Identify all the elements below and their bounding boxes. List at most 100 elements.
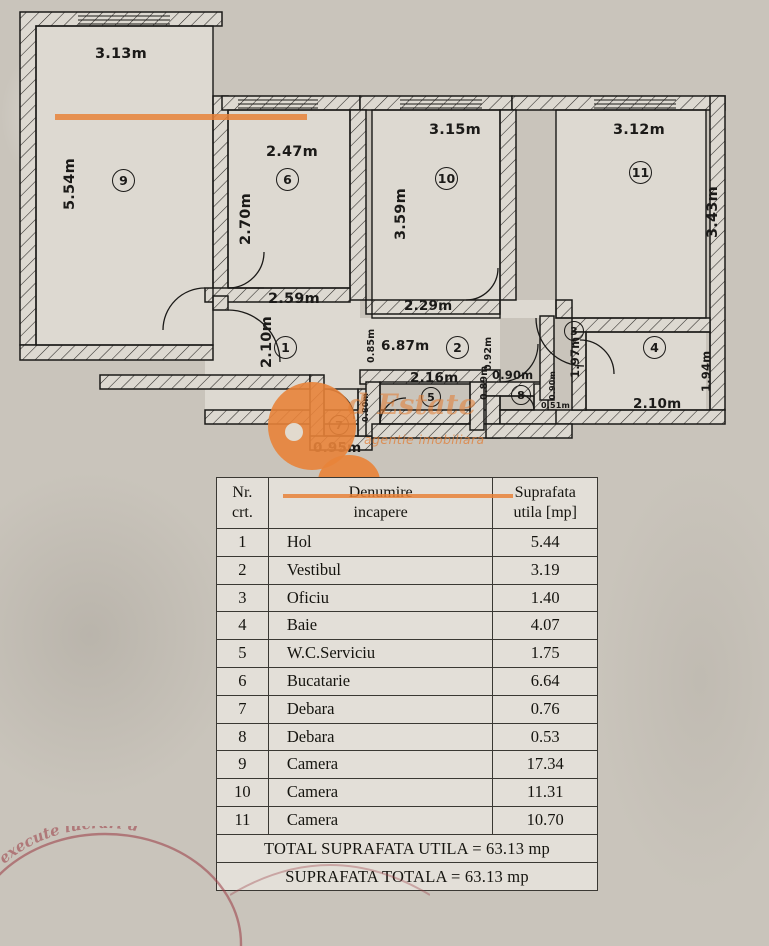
row-name: Camera bbox=[267, 778, 494, 807]
dimension-label-room9-height: 5.54m bbox=[62, 158, 78, 210]
row-nr: 10 bbox=[216, 778, 269, 807]
room-marker-label: 2 bbox=[453, 340, 462, 355]
row-area: 3.19 bbox=[492, 555, 598, 585]
room-marker-label: 10 bbox=[437, 171, 456, 186]
total-utila: TOTAL SUPRAFATA UTILA = 63.13 mp bbox=[216, 833, 598, 863]
row-nr: 7 bbox=[216, 694, 269, 724]
plan-sheet: 3.13m 5.54m 2.47m 2.70m 3.15m 3.59m 3.12… bbox=[0, 11, 769, 946]
table-total-row: SUPRAFATA TOTALA = 63.13 mp bbox=[216, 861, 598, 891]
room-marker-10: 10 bbox=[435, 167, 458, 190]
row-area: 1.75 bbox=[492, 639, 598, 668]
table-row: 9 Camera 17.34 bbox=[216, 750, 598, 780]
row-name: Camera bbox=[267, 750, 494, 780]
table-row: 2 Vestibul 3.19 bbox=[216, 555, 598, 585]
room-marker-1: 1 bbox=[274, 336, 297, 359]
header-area-line1: Suprafata bbox=[514, 484, 576, 501]
table-row: 8 Debara 0.53 bbox=[216, 722, 598, 752]
room-marker-label: 8 bbox=[517, 388, 525, 402]
room-marker-5: 5 bbox=[421, 387, 441, 407]
table-row: 6 Bucatarie 6.64 bbox=[216, 666, 598, 696]
row-area: 5.44 bbox=[492, 528, 598, 557]
room-marker-7: 7 bbox=[329, 415, 349, 435]
dimension-label-room8-width: 0.90m bbox=[492, 368, 534, 382]
room-marker-2: 2 bbox=[446, 336, 469, 359]
dimension-label-room5-width: 2.16m bbox=[410, 370, 459, 386]
row-name: W.C.Serviciu bbox=[267, 639, 494, 668]
dimension-label-room4-width: 2.10m bbox=[633, 396, 682, 412]
dimension-label-room10-height: 3.59m bbox=[393, 188, 409, 240]
row-nr: 8 bbox=[216, 722, 269, 752]
table-header-row: Nr. crt. Denumire incapere Suprafata uti… bbox=[216, 477, 598, 529]
room-marker-6: 6 bbox=[276, 168, 299, 191]
dimension-label-room6-width: 2.47m bbox=[266, 144, 318, 160]
row-nr: 6 bbox=[216, 666, 269, 696]
table-row: 10 Camera 11.31 bbox=[216, 778, 598, 807]
table-row: 11 Camera 10.70 bbox=[216, 805, 598, 835]
stamp-text: CPI sa execute lucrari d bbox=[0, 826, 141, 915]
watermark-bar-secondary bbox=[55, 114, 307, 120]
row-area: 1.40 bbox=[492, 583, 598, 613]
official-stamp: CPI sa execute lucrari d bbox=[0, 826, 243, 946]
dimension-label-room5-height: 0.89m bbox=[479, 365, 490, 400]
header-nr: Nr. crt. bbox=[216, 477, 269, 529]
dimension-label-room1-height: 2.10m bbox=[259, 316, 275, 368]
dimension-label-room3-height: 1.97m bbox=[568, 336, 582, 378]
row-area: 17.34 bbox=[492, 750, 598, 780]
room-marker-4: 4 bbox=[643, 336, 666, 359]
row-nr: 3 bbox=[216, 583, 269, 613]
dimension-label-room2-long: 6.87m bbox=[381, 338, 430, 354]
row-name: Debara bbox=[267, 722, 494, 752]
row-name: Hol bbox=[267, 528, 494, 557]
row-area: 4.07 bbox=[492, 611, 598, 641]
row-area: 6.64 bbox=[492, 666, 598, 696]
row-nr: 1 bbox=[216, 528, 269, 557]
row-name: Debara bbox=[267, 694, 494, 724]
room-marker-label: 3 bbox=[570, 324, 578, 338]
row-nr: 4 bbox=[216, 611, 269, 641]
header-name: Denumire incapere bbox=[267, 477, 494, 529]
room-marker-3: 3 bbox=[564, 321, 584, 341]
row-nr: 11 bbox=[216, 805, 269, 835]
header-name-line1: Denumire bbox=[348, 484, 413, 501]
table-row: 3 Oficiu 1.40 bbox=[216, 583, 598, 613]
dimension-label-room6-height: 2.70m bbox=[238, 193, 254, 245]
room-marker-label: 1 bbox=[281, 340, 290, 355]
paper-blotch bbox=[600, 470, 769, 890]
table-row: 5 W.C.Serviciu 1.75 bbox=[216, 639, 598, 668]
row-name: Vestibul bbox=[267, 555, 494, 585]
header-area: Suprafata utila [mp] bbox=[492, 477, 598, 529]
dimension-label-room4-height: 1.94m bbox=[699, 350, 713, 392]
dimension-label-room1-width: 2.59m bbox=[268, 291, 320, 307]
row-area: 11.31 bbox=[492, 778, 598, 807]
dimension-label-room2-top: 2.29m bbox=[404, 298, 453, 314]
room-marker-8: 8 bbox=[511, 385, 531, 405]
header-area-line2: utila [mp] bbox=[513, 504, 577, 521]
room-marker-label: 7 bbox=[335, 418, 343, 432]
dimension-label-room10-width: 3.15m bbox=[429, 122, 481, 138]
row-nr: 2 bbox=[216, 555, 269, 585]
header-nr-line1: Nr. bbox=[232, 484, 253, 501]
header-name-line2: incapere bbox=[353, 504, 408, 521]
row-name: Bucatarie bbox=[267, 666, 494, 696]
dimension-label-room2-left: 0.85m bbox=[366, 328, 377, 363]
row-area: 10.70 bbox=[492, 805, 598, 835]
row-name: Oficiu bbox=[267, 583, 494, 613]
room-marker-11: 11 bbox=[629, 161, 652, 184]
row-area: 0.53 bbox=[492, 722, 598, 752]
table-row: 1 Hol 5.44 bbox=[216, 528, 598, 557]
room-marker-label: 9 bbox=[119, 173, 128, 188]
dimension-label-room8-height: 0.90m bbox=[548, 370, 557, 400]
room-marker-label: 5 bbox=[427, 390, 435, 404]
room-marker-label: 11 bbox=[631, 165, 650, 180]
row-name: Baie bbox=[267, 611, 494, 641]
dimension-label-room7-width: 0.95m bbox=[313, 440, 362, 456]
row-nr: 5 bbox=[216, 639, 269, 668]
table-total-row: TOTAL SUPRAFATA UTILA = 63.13 mp bbox=[216, 833, 598, 863]
dimension-label-room11-height: 3.43m bbox=[705, 186, 721, 238]
room-marker-9: 9 bbox=[112, 169, 135, 192]
row-name: Camera bbox=[267, 805, 494, 835]
dimension-label-room7-height: 0.80m bbox=[361, 392, 370, 422]
svg-text:CPI sa execute lucrari d: CPI sa execute lucrari d bbox=[0, 826, 141, 915]
row-nr: 9 bbox=[216, 750, 269, 780]
total-totala: SUPRAFATA TOTALA = 63.13 mp bbox=[216, 861, 598, 891]
